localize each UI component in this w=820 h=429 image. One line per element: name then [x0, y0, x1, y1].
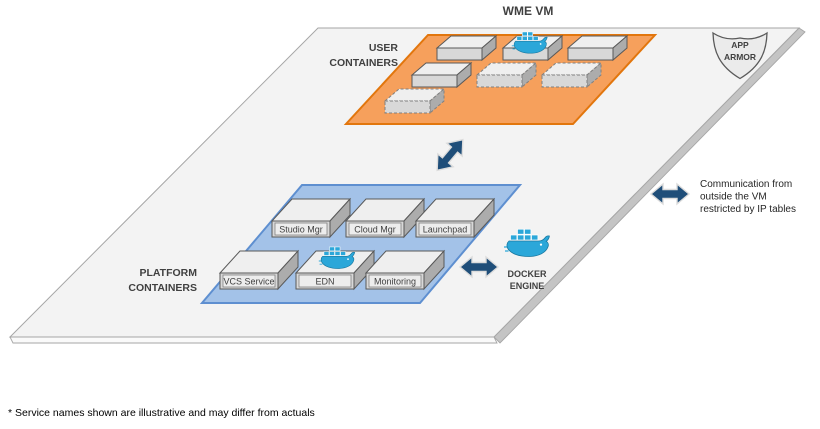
- user-container-box-planned: [475, 61, 538, 89]
- platform-container-box-monitoring: Monitoring: [364, 249, 446, 291]
- user-containers-label-line1: USER: [369, 42, 399, 54]
- external-note-line1: Communication from: [700, 179, 792, 190]
- user-container-box-planned: [383, 87, 446, 115]
- bidirectional-arrow-external: [649, 182, 691, 206]
- vm-surface: [8, 27, 801, 338]
- app-armor-label-line2: ARMOR: [724, 52, 756, 62]
- platform-container-box-launchpad: Launchpad: [414, 197, 496, 239]
- user-container-box-planned: [540, 61, 603, 89]
- user-containers-label-line2: CONTAINERS: [329, 57, 398, 69]
- docker-engine: DOCKER ENGINE: [503, 228, 551, 291]
- service-label: Monitoring: [374, 277, 416, 287]
- external-note-line2: outside the VM: [700, 192, 767, 203]
- external-communication-note: Communication from outside the VM restri…: [700, 179, 796, 215]
- platform-containers-label-line2: CONTAINERS: [128, 282, 197, 294]
- footnote: * Service names shown are illustrative a…: [8, 407, 315, 419]
- docker-engine-label-line1: DOCKER: [507, 269, 547, 279]
- bidirectional-arrow-docker-engine: [458, 255, 500, 279]
- user-containers-panel: [343, 31, 658, 125]
- user-container-box: [435, 34, 498, 62]
- user-container-box: [566, 34, 629, 62]
- vm-edge-bottom: [9, 336, 498, 344]
- docker-engine-label-line2: ENGINE: [510, 281, 545, 291]
- bidirectional-arrow-panels: [436, 138, 464, 172]
- vm-plane: [8, 27, 806, 344]
- service-label: VCS Service: [223, 277, 274, 287]
- platform-containers-label-line1: PLATFORM: [139, 267, 197, 279]
- external-note-line3: restricted by IP tables: [700, 204, 796, 215]
- platform-container-box-studio-mgr: Studio Mgr: [270, 197, 352, 239]
- service-label: Launchpad: [423, 225, 468, 235]
- service-label: EDN: [315, 277, 334, 287]
- app-armor-label-line1: APP: [731, 40, 749, 50]
- platform-container-box-vcs-service: VCS Service: [218, 249, 300, 291]
- vm-title: WME VM: [503, 4, 554, 18]
- service-label: Cloud Mgr: [354, 225, 396, 235]
- user-container-box: [410, 61, 473, 89]
- service-label: Studio Mgr: [279, 225, 323, 235]
- platform-containers-panel: Studio Mgr Cloud Mgr Launchpad VCS Servi…: [199, 184, 523, 304]
- app-armor-shield-icon: APP ARMOR: [712, 31, 768, 80]
